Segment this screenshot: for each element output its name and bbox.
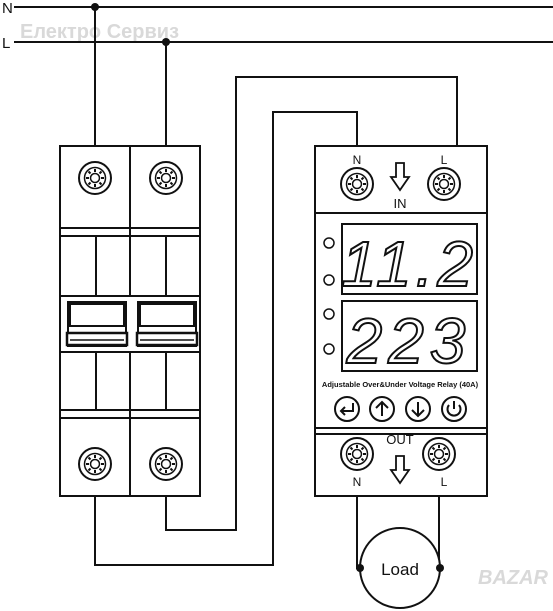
load-n-terminal (356, 564, 364, 572)
indicator-led (323, 308, 335, 320)
breaker-top-right-screw-icon (149, 161, 183, 195)
indicator-led (323, 274, 335, 286)
up-button[interactable] (369, 396, 395, 422)
n-line-label: N (2, 0, 13, 17)
down-arrow-icon (411, 402, 425, 418)
down-button[interactable] (405, 396, 431, 422)
relay-out-n-label: N (353, 475, 362, 489)
up-arrow-icon (375, 400, 389, 416)
power-icon (446, 404, 462, 417)
voltage-display-value: 223 (346, 305, 472, 377)
voltage-relay: N L IN 11.2 223 Adjustable Over&Under Vo… (314, 145, 488, 497)
relay-in-n-label: N (353, 153, 362, 167)
in-down-arrow-icon (389, 162, 411, 192)
load: Load (356, 527, 444, 609)
relay-out-label: OUT (386, 432, 414, 447)
load-l-terminal (436, 564, 444, 572)
indicator-led (323, 237, 335, 249)
watermark: Електро Сервиз (20, 21, 179, 43)
relay-out-l-screw-icon (422, 437, 456, 471)
relay-in-l-label: L (441, 153, 448, 167)
relay-out-l-label: L (441, 475, 448, 489)
breaker-bottom-left-screw-icon (78, 447, 112, 481)
indicator-led (323, 343, 335, 355)
out-down-arrow-icon (389, 455, 411, 485)
l-line-label: L (2, 35, 10, 52)
current-display-value: 11.2 (341, 228, 477, 300)
power-button[interactable] (441, 396, 467, 422)
wire-breaker-n-to-relay-in (94, 111, 358, 566)
breaker-top-left-screw-icon (78, 161, 112, 195)
relay-in-label: IN (394, 196, 407, 211)
relay-in-n-screw-icon (340, 167, 374, 201)
load-label: Load (381, 560, 419, 579)
wire-relay-out-n-to-load (356, 496, 361, 569)
return-button[interactable] (334, 396, 360, 422)
voltage-display (341, 300, 478, 372)
watermark-bottom: BAZAR (478, 567, 549, 589)
relay-out-n-screw-icon (340, 437, 374, 471)
current-display (341, 223, 478, 295)
circuit-breaker (59, 145, 201, 497)
return-icon (339, 403, 354, 416)
relay-model-label: Adjustable Over&Under Voltage Relay (40A… (322, 380, 479, 389)
wire-breaker-l-to-relay-in (165, 76, 458, 531)
breaker-bottom-right-screw-icon (149, 447, 183, 481)
relay-in-l-screw-icon (427, 167, 461, 201)
